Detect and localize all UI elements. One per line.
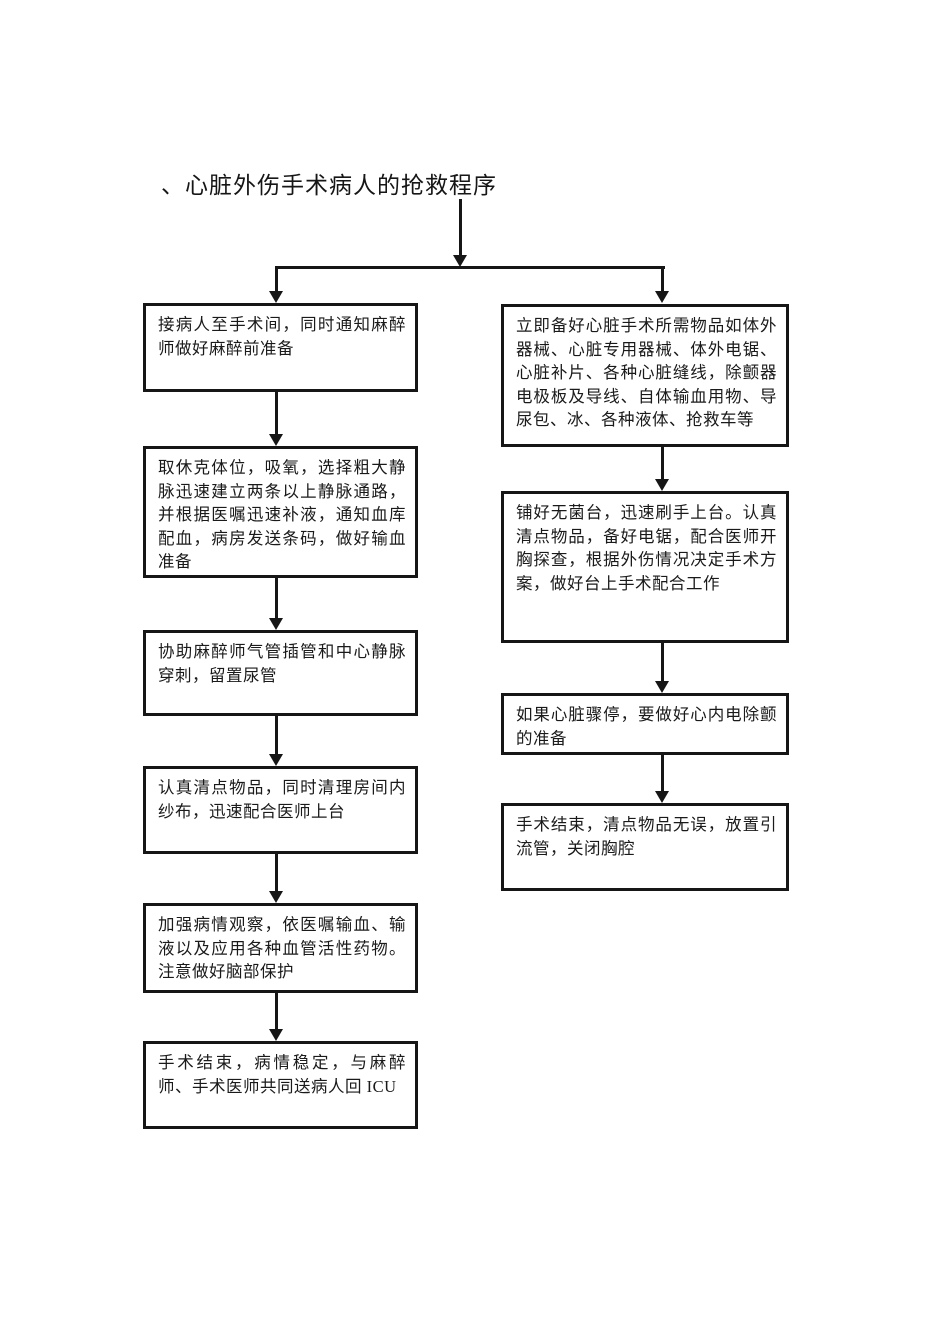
connector-line [275,854,278,891]
connector-arrowhead-icon [269,1029,283,1041]
flow-box-right-2: 铺好无菌台，迅速刷手上台。认真清点物品，备好电锯，配合医师开胸探查，根据外伤情况… [501,491,789,643]
flow-box-left-6: 手术结束，病情稳定，与麻醉师、手术医师共同送病人回 ICU [143,1041,418,1129]
connector-arrowhead-icon [655,791,669,803]
connector-arrowhead-icon [655,479,669,491]
branch-horizontal-line [276,266,665,269]
connector-line [275,716,278,754]
right-branch-line [661,266,664,292]
connector-line [275,392,278,434]
connector-arrowhead-icon [269,434,283,446]
flow-box-left-3: 协助麻醉师气管插管和中心静脉穿刺，留置尿管 [143,630,418,716]
flow-box-left-1: 接病人至手术间，同时通知麻醉师做好麻醉前准备 [143,303,418,392]
connector-arrowhead-icon [655,681,669,693]
page-title: 、心脏外伤手术病人的抢救程序 [161,173,497,198]
flow-box-left-4: 认真清点物品，同时清理房间内纱布，迅速配合医师上台 [143,766,418,854]
connector-line [661,447,664,479]
connector-arrowhead-icon [269,618,283,630]
connector-line [275,993,278,1029]
flow-box-left-5: 加强病情观察，依医嘱输血、输液以及应用各种血管活性药物。注意做好脑部保护 [143,903,418,993]
root-arrowhead-icon [453,255,467,267]
connector-line [275,578,278,618]
connector-line [661,755,664,791]
flow-box-left-2: 取休克体位，吸氧，选择粗大静脉迅速建立两条以上静脉通路，并根据医嘱迅速补液，通知… [143,446,418,578]
connector-line [661,643,664,681]
left-branch-arrowhead-icon [269,291,283,303]
connector-arrowhead-icon [269,754,283,766]
flow-box-right-1: 立即备好心脏手术所需物品如体外器械、心脏专用器械、体外电锯、心脏补片、各种心脏缝… [501,304,789,447]
right-branch-arrowhead-icon [655,291,669,303]
root-stem-line [459,199,462,255]
flow-box-right-3: 如果心脏骤停，要做好心内电除颤的准备 [501,693,789,755]
connector-arrowhead-icon [269,891,283,903]
left-branch-line [275,266,278,292]
flow-box-right-4: 手术结束，清点物品无误，放置引流管，关闭胸腔 [501,803,789,891]
